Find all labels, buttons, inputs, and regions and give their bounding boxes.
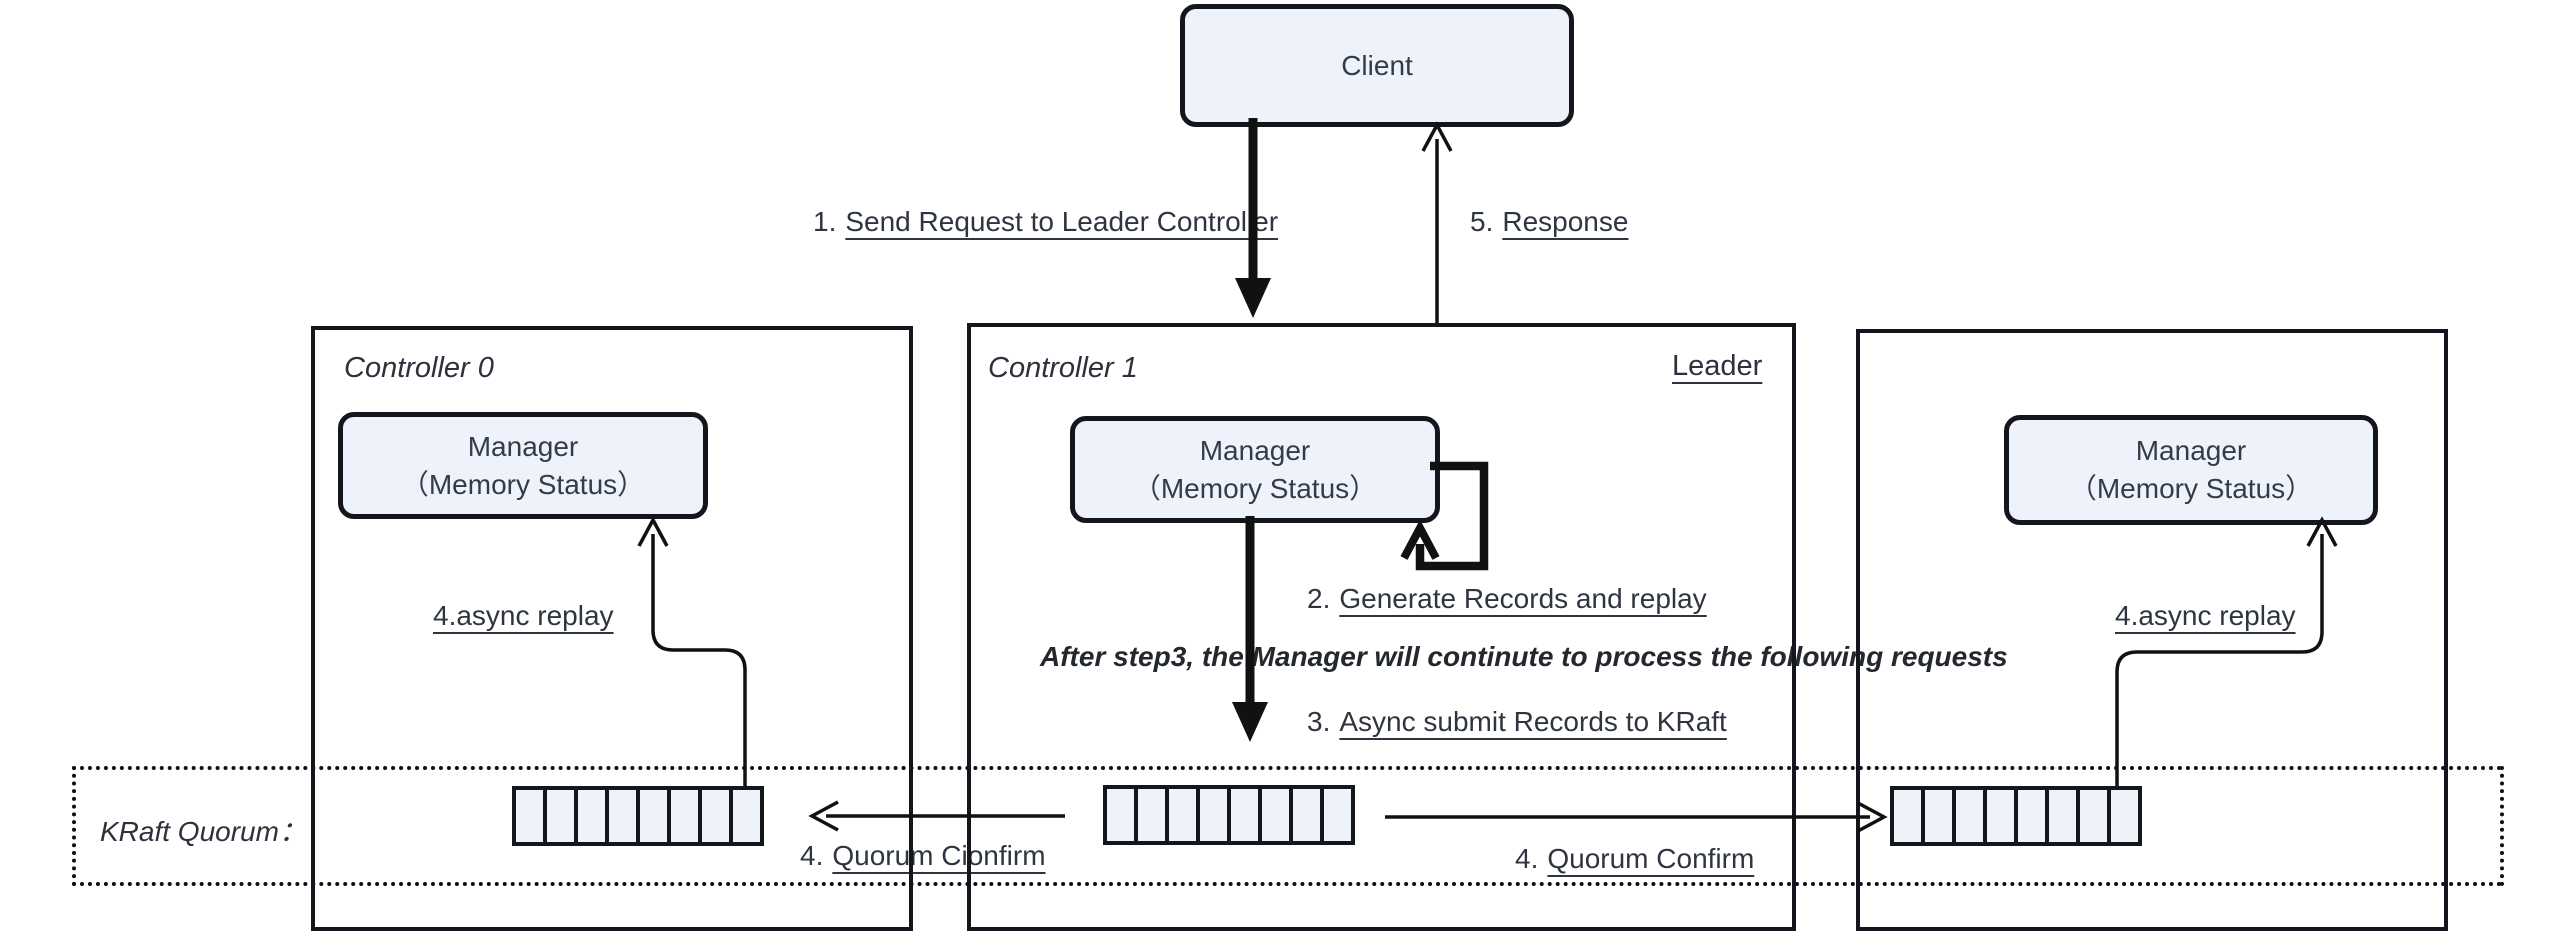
log-cell [1134, 785, 1169, 845]
log-cell [1165, 785, 1200, 845]
label-step3-async-submit: 3. Async submit Records to KRaft [1307, 706, 1727, 738]
manager-box-controller-2: Manager （Memory Status） [2004, 415, 2378, 525]
label-step1-send-request: 1. Send Request to Leader Controller [813, 206, 1278, 238]
raft-log-controller-2 [1890, 786, 2142, 846]
step1-number: 1. [813, 206, 837, 237]
step3-text: Async submit Records to KRaft [1339, 706, 1727, 737]
step4-right-text: Quorum Confirm [1547, 843, 1755, 874]
label-step4-quorum-confirm-right: 4. Quorum Confirm [1515, 843, 1754, 875]
manager-box-controller-1: Manager （Memory Status） [1070, 416, 1440, 523]
log-cell [1289, 785, 1324, 845]
step5-text: Response [1502, 206, 1629, 237]
log-cell [636, 786, 671, 846]
label-step2-generate-records: 2. Generate Records and replay [1307, 583, 1707, 615]
client-box: Client [1180, 4, 1574, 127]
manager-0-line1: Manager [467, 430, 579, 462]
manager-2-line2: （Memory Status） [2068, 473, 2314, 504]
log-cell [1227, 785, 1262, 845]
manager-1-line1: Manager [1199, 434, 1311, 466]
raft-log-controller-1 [1103, 785, 1355, 845]
step5-number: 5. [1470, 206, 1494, 237]
label-step4-quorum-confirm-left: 4. Quorum Cionfirm [800, 840, 1046, 872]
log-cell [605, 786, 640, 846]
log-cell [512, 786, 547, 846]
label-step4-async-replay-left: 4.async replay [433, 600, 614, 632]
log-cell [2045, 786, 2080, 846]
log-cell [1103, 785, 1138, 845]
step2-number: 2. [1307, 583, 1331, 614]
log-cell [667, 786, 702, 846]
controller-2-box [1856, 329, 2448, 931]
note-after-step3: After step3, the Manager will continute … [1040, 641, 2008, 672]
log-cell [543, 786, 578, 846]
log-cell [698, 786, 733, 846]
log-cell [1258, 785, 1293, 845]
manager-2-line1: Manager [2135, 435, 2247, 466]
log-cell [1196, 785, 1231, 845]
log-cell [2014, 786, 2049, 846]
controller-1-title: Controller 1 [988, 352, 1138, 384]
log-cell [1890, 786, 1925, 846]
manager-1-line2: （Memory Status） [1132, 472, 1378, 504]
kraft-quorum-label: KRaft Quorum： [100, 816, 307, 847]
controller-0-box [311, 326, 913, 931]
log-cell [729, 786, 764, 846]
log-cell [2076, 786, 2111, 846]
controller-1-box [967, 323, 1796, 931]
log-cell [1320, 785, 1355, 845]
client-label: Client [1341, 49, 1413, 81]
step1-text: Send Request to Leader Controller [845, 206, 1279, 237]
manager-0-line2: （Memory Status） [400, 468, 646, 500]
raft-log-controller-0 [512, 786, 764, 846]
log-cell [2107, 786, 2142, 846]
log-cell [1952, 786, 1987, 846]
log-cell [1921, 786, 1956, 846]
step4-left-text: Quorum Cionfirm [832, 840, 1046, 871]
kraft-quorum-region [72, 766, 2504, 886]
step2-text: Generate Records and replay [1339, 583, 1707, 614]
step4-left-number: 4. [800, 840, 824, 871]
log-cell [574, 786, 609, 846]
log-cell [1983, 786, 2018, 846]
label-step5-response: 5. Response [1470, 206, 1628, 238]
manager-box-controller-0: Manager （Memory Status） [338, 412, 708, 519]
step4-right-number: 4. [1515, 843, 1539, 874]
async-replay-left-text: 4.async replay [433, 600, 614, 631]
step3-number: 3. [1307, 706, 1331, 737]
leader-badge: Leader [1672, 350, 1763, 382]
controller-0-title: Controller 0 [344, 352, 494, 384]
